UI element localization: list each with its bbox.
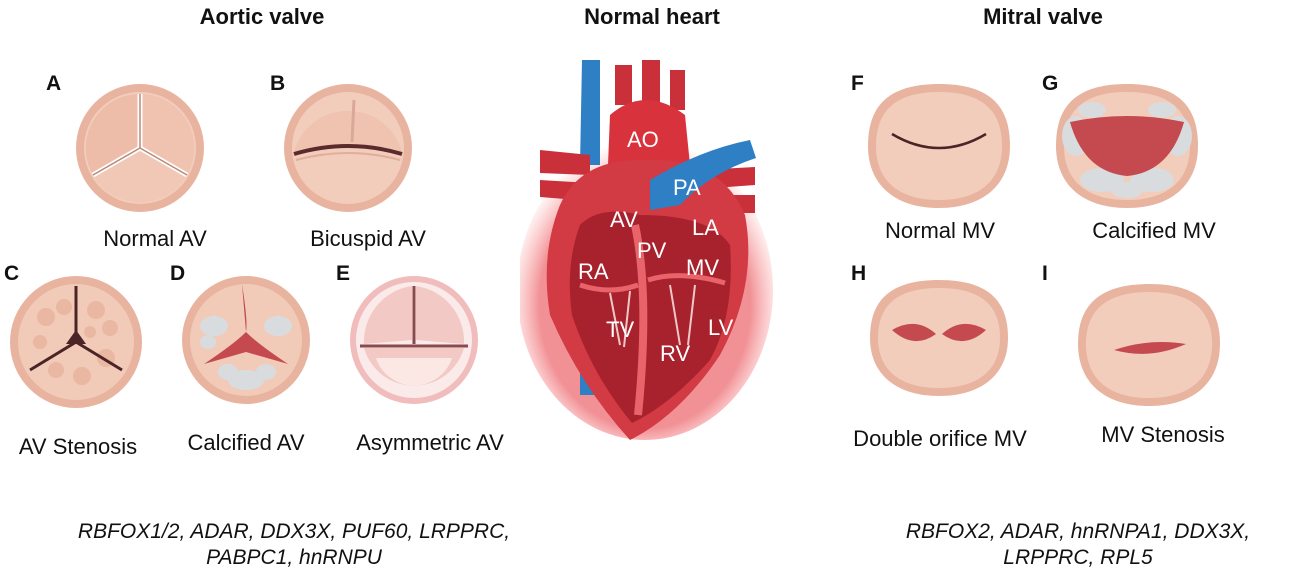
asymmetric-av-illustration: [350, 276, 478, 404]
panel-letter-c: C: [4, 262, 20, 285]
heart-label-pa: PA: [673, 175, 701, 200]
calcified-av-caption: Calcified AV: [187, 430, 305, 455]
asymmetric-av-caption: Asymmetric AV: [356, 430, 504, 455]
aortic-valve-heading: Aortic valve: [199, 4, 325, 29]
panel-letter-f: F: [851, 72, 864, 95]
heart-label-ra: RA: [578, 259, 609, 284]
calcified-av-illustration: [182, 276, 310, 404]
panel-letter-b: B: [270, 72, 286, 95]
aortic-gene-list-line2: PABPC1, hnRNPU: [206, 546, 382, 569]
heart-label-pv: PV: [637, 238, 667, 263]
panel-letter-d: D: [170, 262, 186, 285]
panel-letter-i: I: [1042, 262, 1048, 285]
heart-label-tv: TV: [606, 317, 634, 342]
panel-letter-a: A: [46, 72, 62, 95]
bicuspid-av-illustration: [284, 84, 412, 212]
normal-heart-heading: Normal heart: [584, 4, 720, 29]
double-orifice-mv-illustration: [870, 280, 1008, 396]
heart-illustration: AO PA AV LA PV RA MV TV LV RV: [520, 60, 773, 440]
av-stenosis-caption: AV Stenosis: [18, 434, 138, 459]
heart-label-rv: RV: [660, 341, 690, 366]
mitral-gene-list: RBFOX2, ADAR, hnRNPA1, DDX3X, LRPPRC, RP…: [906, 519, 1250, 571]
panel-letter-g: G: [1042, 72, 1059, 95]
mitral-gene-list-line2: LRPPRC, RPL5: [1003, 546, 1153, 569]
heart-label-la: LA: [692, 215, 719, 240]
heart-label-ao: AO: [627, 127, 659, 152]
mitral-valve-heading: Mitral valve: [983, 4, 1103, 29]
heart-label-lv: LV: [708, 315, 734, 340]
normal-av-caption: Normal AV: [103, 226, 207, 251]
aortic-gene-list: RBFOX1/2, ADAR, DDX3X, PUF60, LRPPRC, PA…: [78, 519, 510, 571]
bicuspid-av-caption: Bicuspid AV: [310, 226, 426, 251]
double-orifice-mv-caption: Double orifice MV: [853, 426, 1027, 451]
av-stenosis-illustration: [10, 276, 142, 408]
panel-letter-h: H: [851, 262, 867, 285]
calcified-mv-caption: Calcified MV: [1092, 218, 1216, 243]
mv-stenosis-caption: MV Stenosis: [1101, 422, 1225, 447]
aortic-gene-list-line1: RBFOX1/2, ADAR, DDX3X, PUF60, LRPPRC,: [77, 520, 511, 543]
calcified-mv-illustration: [1056, 84, 1198, 208]
normal-mv-caption: Normal MV: [884, 218, 996, 243]
mitral-gene-list-line1: RBFOX2, ADAR, hnRNPA1, DDX3X,: [905, 520, 1251, 543]
normal-av-illustration: [76, 84, 204, 212]
heart-label-av: AV: [610, 207, 638, 232]
heart-label-mv: MV: [686, 255, 719, 280]
mv-stenosis-illustration: [1078, 284, 1220, 406]
normal-mv-illustration: [868, 84, 1010, 208]
panel-letter-e: E: [336, 262, 351, 285]
